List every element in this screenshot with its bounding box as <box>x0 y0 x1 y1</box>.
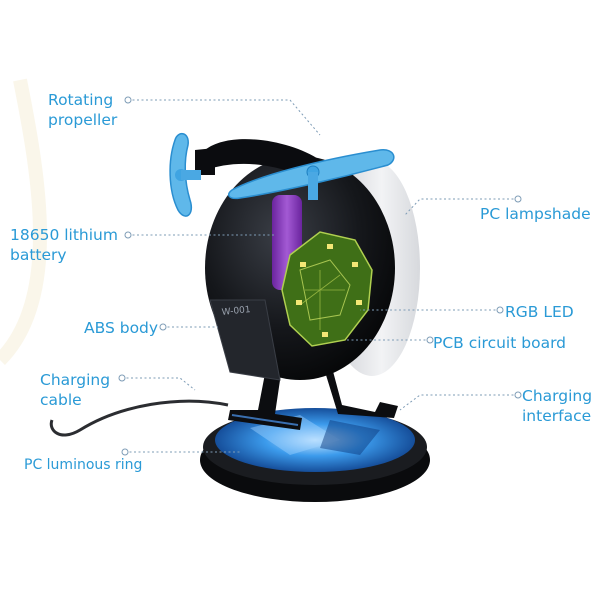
label-line: RGB LED <box>505 303 574 321</box>
charging-base <box>200 408 430 502</box>
label-battery: 18650 lithium battery <box>10 225 118 265</box>
leader-rotating-propeller <box>128 99 321 136</box>
leader-charging-cable <box>122 377 196 391</box>
label-charging-cable: Charging cable <box>40 370 110 410</box>
abs-body-panel <box>209 299 281 381</box>
rgb-led <box>352 262 358 267</box>
rgb-led <box>322 332 328 337</box>
label-pcb-circuit-board: PCB circuit board <box>433 333 566 353</box>
stand <box>228 358 398 430</box>
label-line: PC luminous ring <box>24 457 143 473</box>
leader-charging-interface <box>399 394 518 411</box>
label-line: PCB circuit board <box>433 334 567 352</box>
leader-lines <box>122 99 518 453</box>
label-line: PC lampshade <box>480 205 591 223</box>
label-rgb-led: RGB LED <box>505 302 574 322</box>
label-line: Rotating <box>48 91 114 109</box>
leader-dots <box>118 96 522 456</box>
leader-pc-lampshade <box>404 198 518 216</box>
label-pc-luminous-ring: PC luminous ring <box>24 455 142 475</box>
rgb-led <box>296 300 302 305</box>
lamp-body: W-001 <box>195 139 420 381</box>
label-pc-lampshade: PC lampshade <box>480 204 591 224</box>
label-rotating-propeller: Rotating propeller <box>48 90 117 130</box>
label-abs-body: ABS body <box>84 318 158 338</box>
label-line: interface <box>522 407 592 425</box>
rotating-propeller <box>169 133 395 217</box>
label-line: battery <box>10 246 67 264</box>
charging-cable <box>49 399 229 437</box>
label-line: Charging <box>40 371 111 389</box>
background-swirl <box>0 78 47 365</box>
label-line: 18650 lithium <box>10 226 118 244</box>
label-line: ABS body <box>84 319 159 337</box>
label-line: Charging <box>522 387 593 405</box>
label-charging-interface: Charging interface <box>522 386 592 426</box>
rgb-led <box>327 244 333 249</box>
label-line: propeller <box>48 111 118 129</box>
pcb-board <box>281 231 373 347</box>
body-marking: W-001 <box>221 305 251 318</box>
rgb-led <box>356 300 362 305</box>
label-line: cable <box>40 391 82 409</box>
rgb-led <box>300 262 306 267</box>
